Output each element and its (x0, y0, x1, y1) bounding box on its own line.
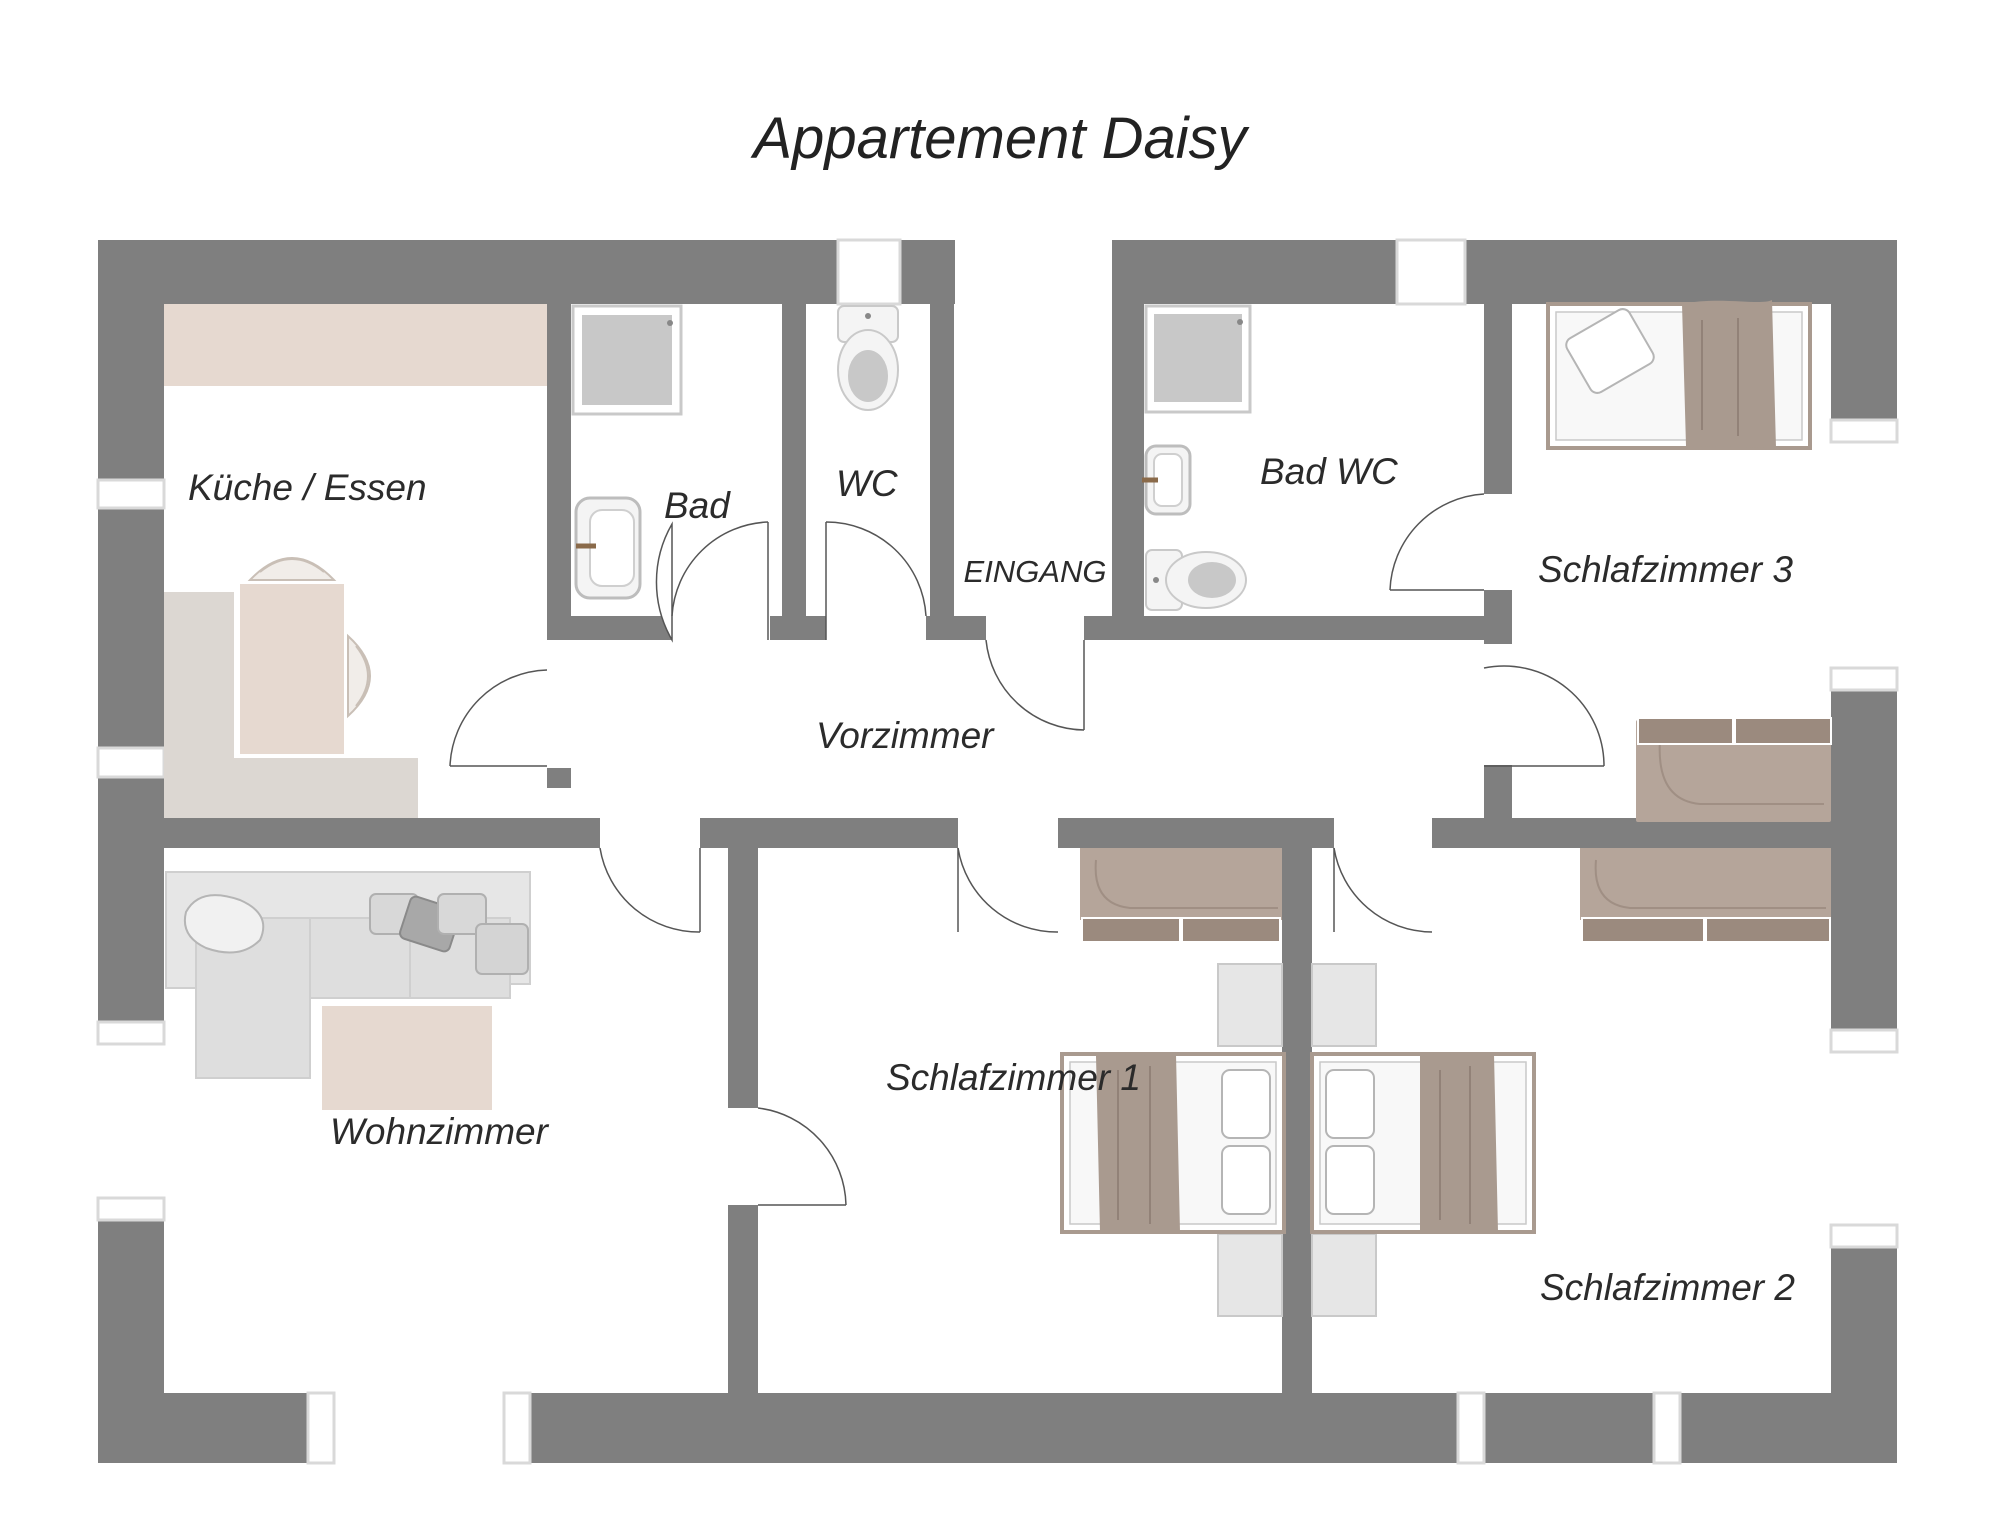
door-swing-icon (1389, 493, 1485, 591)
door-swing-icon (825, 521, 927, 640)
rug (322, 1006, 492, 1110)
room-label-bedroom2: Schlafzimmer 2 (1540, 1267, 1795, 1308)
shower-icon (1144, 304, 1252, 414)
bedroom3-furniture (1546, 300, 1832, 822)
wardrobe-icon (1080, 848, 1282, 943)
room-label-living: Wohnzimmer (330, 1111, 550, 1152)
plan-title: Appartement Daisy (750, 106, 1249, 171)
wardrobe-icon (1636, 717, 1832, 822)
room-label-kitchen: Küche / Essen (188, 467, 427, 508)
room-label-bath: Bad (664, 485, 731, 526)
entrance-label: EINGANG (964, 554, 1107, 589)
toilet-icon (837, 305, 899, 411)
room-label-bedroom1: Schlafzimmer 1 (886, 1057, 1141, 1098)
bed-icon (1060, 1052, 1286, 1234)
chair-icon (247, 557, 371, 719)
room-label-wc: WC (836, 463, 898, 504)
bedroom2-furniture (1310, 848, 1831, 1317)
corner-bench (164, 592, 418, 818)
shower-icon (571, 304, 683, 416)
toilet-icon (1145, 549, 1247, 611)
walls (98, 240, 1897, 1463)
hallway-doors (449, 665, 1605, 1206)
bed-icon (1546, 300, 1812, 450)
chair-icon (1311, 963, 1377, 1317)
kitchen-furniture (164, 304, 547, 818)
bedroom1-furniture (1060, 848, 1286, 1317)
room-label-bath-wc: Bad WC (1260, 451, 1398, 492)
living-furniture (165, 871, 531, 1110)
sofa-icon (165, 871, 531, 1079)
bed-icon (1310, 1052, 1536, 1234)
sink-icon (1142, 444, 1192, 516)
windows (96, 238, 1899, 1465)
room-label-bedroom3: Schlafzimmer 3 (1538, 549, 1793, 590)
entrance-door (985, 639, 1085, 731)
wardrobe-icon (1580, 848, 1831, 943)
bath-wc-fixtures (1142, 304, 1485, 611)
chair-icon (1217, 963, 1283, 1317)
wc-fixtures (825, 305, 927, 640)
sink-icon (574, 496, 642, 600)
room-label-hallway: Vorzimmer (816, 715, 995, 756)
dining-table (240, 584, 344, 754)
door-swing-icon (655, 521, 769, 643)
bathroom-fixtures (571, 304, 769, 643)
kitchen-counter (164, 304, 547, 386)
